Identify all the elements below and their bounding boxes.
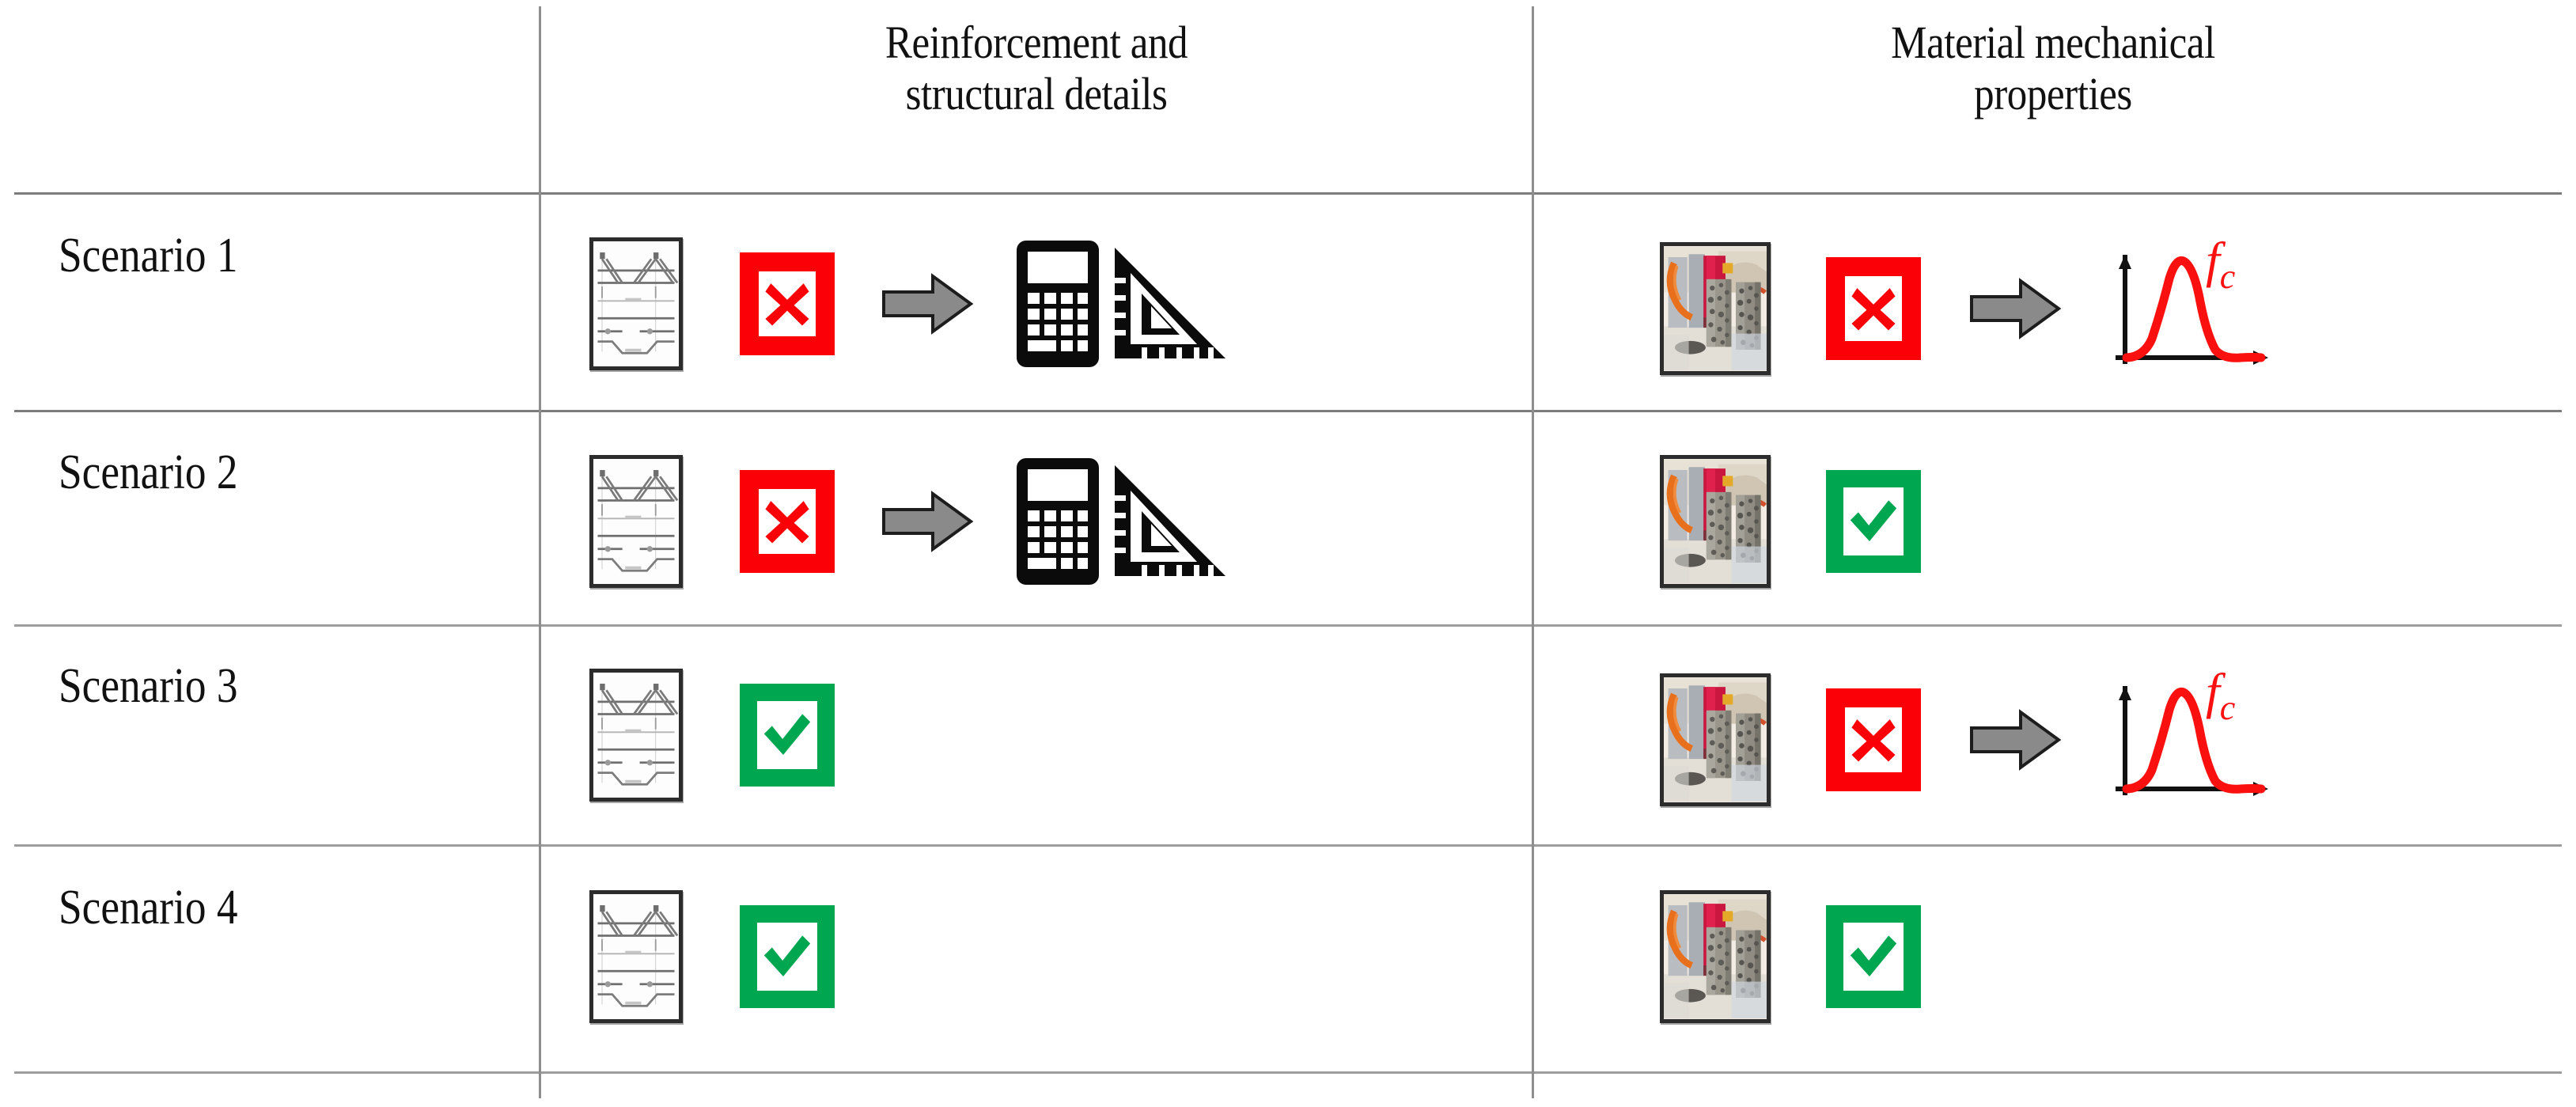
cell-row2-reinforcement xyxy=(589,455,1229,588)
rule-header-bottom xyxy=(14,192,2562,195)
concrete-cylinder-photo xyxy=(1660,455,1771,588)
distribution-curve-icon: fc xyxy=(2106,663,2276,811)
cell-row1-material: fc xyxy=(1660,232,2276,380)
cell-row3-reinforcement xyxy=(589,669,835,802)
cross-icon xyxy=(763,279,812,328)
cell-row3-material: fc xyxy=(1660,663,2276,811)
divider-column-reinforcement xyxy=(539,6,541,1098)
status-badge-check xyxy=(740,684,835,787)
row-label-scenario-3: Scenario 3 xyxy=(59,659,238,713)
cell-row1-reinforcement xyxy=(589,237,1229,370)
cross-icon xyxy=(1849,715,1898,764)
status-badge-check xyxy=(1826,905,1921,1008)
rule-row2-bottom xyxy=(14,624,2562,627)
rule-row3-bottom xyxy=(14,844,2562,847)
distribution-curve-icon: fc xyxy=(2106,232,2276,380)
column-header-material-line1: Material mechanical xyxy=(1891,17,2215,68)
status-badge-cross xyxy=(1826,257,1921,360)
row-label-scenario-2: Scenario 2 xyxy=(59,445,238,499)
curve-label-fc: fc xyxy=(2206,663,2236,727)
status-badge-cross xyxy=(740,252,835,355)
arrow-right-icon xyxy=(881,270,974,338)
concrete-cylinder-photo xyxy=(1660,242,1771,375)
rule-row4-bottom xyxy=(14,1071,2562,1074)
cross-icon xyxy=(763,497,812,546)
status-badge-cross xyxy=(1826,688,1921,791)
cell-row2-material xyxy=(1660,455,1921,588)
cell-row4-material xyxy=(1660,890,1921,1023)
set-square-icon xyxy=(1110,462,1229,581)
structural-drawing-thumbnail xyxy=(589,455,683,588)
arrow-right-icon xyxy=(881,487,974,555)
cell-row4-reinforcement xyxy=(589,890,835,1023)
column-header-reinforcement-line2: structural details xyxy=(905,67,1168,119)
curve-label-fc: fc xyxy=(2206,232,2236,296)
concrete-cylinder-photo xyxy=(1660,890,1771,1023)
arrow-right-icon xyxy=(1968,706,2062,774)
column-header-material: Material mechanical properties xyxy=(1539,17,2567,120)
structural-drawing-thumbnail xyxy=(589,669,683,802)
check-icon xyxy=(761,933,813,980)
status-badge-cross xyxy=(740,470,835,573)
structural-drawing-thumbnail xyxy=(589,237,683,370)
concrete-cylinder-photo xyxy=(1660,673,1771,806)
calculator-icon xyxy=(1017,241,1099,367)
arrow-right-icon xyxy=(1968,275,2062,343)
check-icon xyxy=(761,711,813,759)
check-icon xyxy=(1847,933,1900,980)
row-label-scenario-1: Scenario 1 xyxy=(59,229,238,282)
set-square-icon xyxy=(1110,245,1229,363)
calculator-icon xyxy=(1017,458,1099,585)
status-badge-check xyxy=(1826,470,1921,573)
divider-column-material xyxy=(1532,6,1534,1098)
rule-row1-bottom xyxy=(14,410,2562,412)
cross-icon xyxy=(1849,284,1898,333)
column-header-reinforcement-line1: Reinforcement and xyxy=(885,17,1188,68)
status-badge-check xyxy=(740,905,835,1008)
check-icon xyxy=(1847,498,1900,545)
structural-drawing-thumbnail xyxy=(589,890,683,1023)
row-label-scenario-4: Scenario 4 xyxy=(59,881,238,935)
column-header-reinforcement: Reinforcement and structural details xyxy=(546,17,1527,120)
column-header-material-line2: properties xyxy=(1974,67,2132,119)
